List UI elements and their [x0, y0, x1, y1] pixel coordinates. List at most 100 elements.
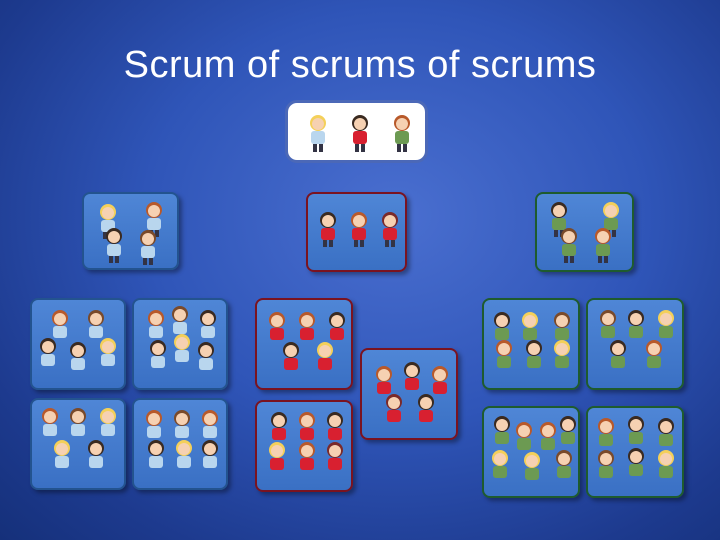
- child-figure-icon: [628, 310, 644, 338]
- child-figure-icon: [310, 115, 326, 152]
- blue-scrum-team-4: [132, 398, 228, 490]
- team-figures: [148, 306, 216, 370]
- red-scrum-team-1: [255, 298, 353, 390]
- child-figure-icon: [496, 340, 512, 368]
- team-figures: [494, 312, 570, 368]
- child-figure-icon: [432, 366, 448, 394]
- child-figure-icon: [351, 212, 367, 247]
- child-figure-icon: [150, 340, 166, 368]
- child-figure-icon: [271, 412, 287, 440]
- child-figure-icon: [494, 416, 510, 444]
- team-figures: [376, 362, 448, 422]
- team-figures: [269, 312, 345, 370]
- child-figure-icon: [628, 448, 644, 476]
- child-figure-icon: [200, 310, 216, 338]
- blue-sos-figures: [100, 202, 162, 265]
- child-figure-icon: [554, 312, 570, 340]
- green-scrum-team-2: [586, 298, 684, 390]
- top-level-scrum-box: [285, 100, 428, 163]
- green-scrum-team-1: [482, 298, 580, 390]
- green-scrum-of-scrums-box: [535, 192, 634, 272]
- child-figure-icon: [100, 338, 116, 366]
- team-figures: [598, 416, 674, 478]
- team-figures: [492, 416, 576, 480]
- child-figure-icon: [494, 312, 510, 340]
- child-figure-icon: [54, 440, 70, 468]
- green-sos-figures: [551, 202, 619, 263]
- child-figure-icon: [554, 340, 570, 368]
- child-figure-icon: [492, 450, 508, 478]
- red-sos-figures: [320, 212, 398, 247]
- child-figure-icon: [646, 340, 662, 368]
- child-figure-icon: [628, 416, 644, 444]
- child-figure-icon: [269, 312, 285, 340]
- child-figure-icon: [382, 212, 398, 247]
- child-figure-icon: [202, 410, 218, 438]
- child-figure-icon: [299, 412, 315, 440]
- child-figure-icon: [299, 312, 315, 340]
- child-figure-icon: [352, 115, 368, 152]
- green-scrum-team-3: [482, 406, 580, 498]
- child-figure-icon: [600, 310, 616, 338]
- child-figure-icon: [595, 228, 611, 263]
- child-figure-icon: [603, 202, 619, 237]
- child-figure-icon: [522, 312, 538, 340]
- top-level-team-figures: [310, 115, 410, 152]
- child-figure-icon: [172, 306, 188, 334]
- child-figure-icon: [148, 440, 164, 468]
- child-figure-icon: [658, 310, 674, 338]
- child-figure-icon: [40, 338, 56, 366]
- child-figure-icon: [524, 452, 540, 480]
- child-figure-icon: [610, 340, 626, 368]
- child-figure-icon: [283, 342, 299, 370]
- child-figure-icon: [42, 408, 58, 436]
- child-figure-icon: [516, 422, 532, 450]
- child-figure-icon: [540, 422, 556, 450]
- child-figure-icon: [70, 342, 86, 370]
- child-figure-icon: [146, 202, 162, 237]
- child-figure-icon: [556, 450, 572, 478]
- child-figure-icon: [88, 310, 104, 338]
- slide-title: Scrum of scrums of scrums: [123, 44, 597, 86]
- child-figure-icon: [526, 340, 542, 368]
- child-figure-icon: [376, 366, 392, 394]
- red-scrum-team-2: [255, 400, 353, 492]
- red-scrum-of-scrums-box: [306, 192, 407, 272]
- child-figure-icon: [394, 115, 410, 152]
- team-figures: [40, 310, 116, 370]
- child-figure-icon: [100, 408, 116, 436]
- child-figure-icon: [174, 334, 190, 362]
- child-figure-icon: [148, 310, 164, 338]
- child-figure-icon: [106, 228, 122, 263]
- child-figure-icon: [146, 410, 162, 438]
- child-figure-icon: [418, 394, 434, 422]
- child-figure-icon: [299, 442, 315, 470]
- child-figure-icon: [658, 450, 674, 478]
- child-figure-icon: [598, 450, 614, 478]
- child-figure-icon: [560, 416, 576, 444]
- red-scrum-team-3: [360, 348, 458, 440]
- team-figures: [42, 408, 116, 468]
- child-figure-icon: [329, 312, 345, 340]
- blue-scrum-team-1: [30, 298, 126, 390]
- green-scrum-team-4: [586, 406, 684, 498]
- child-figure-icon: [174, 410, 190, 438]
- child-figure-icon: [658, 418, 674, 446]
- blue-scrum-team-2: [132, 298, 228, 390]
- blue-scrum-of-scrums-box: [82, 192, 179, 270]
- child-figure-icon: [320, 212, 336, 247]
- child-figure-icon: [598, 418, 614, 446]
- child-figure-icon: [198, 342, 214, 370]
- child-figure-icon: [327, 412, 343, 440]
- child-figure-icon: [70, 408, 86, 436]
- team-figures: [146, 410, 218, 468]
- child-figure-icon: [386, 394, 402, 422]
- child-figure-icon: [404, 362, 420, 390]
- child-figure-icon: [140, 230, 156, 265]
- child-figure-icon: [327, 442, 343, 470]
- child-figure-icon: [317, 342, 333, 370]
- child-figure-icon: [52, 310, 68, 338]
- team-figures: [269, 412, 343, 470]
- child-figure-icon: [176, 440, 192, 468]
- child-figure-icon: [202, 440, 218, 468]
